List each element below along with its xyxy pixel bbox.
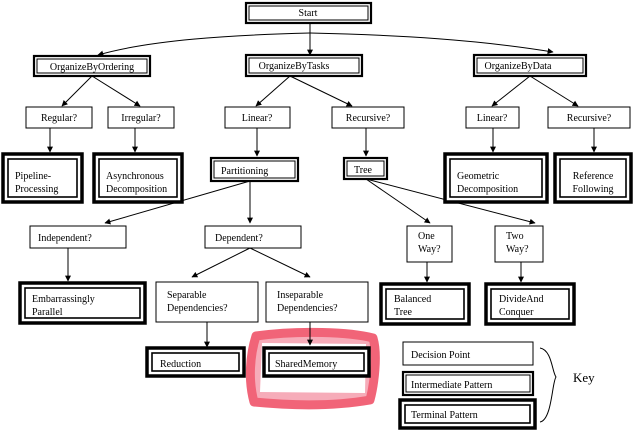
node-recursive-data: Recursive? [547,106,631,129]
node-label: Way? [418,244,441,255]
node-label: Tree [394,307,413,318]
node-organize-by-data: OrganizeByData [472,53,588,78]
key-intermediate-pattern: Intermediate Pattern [401,370,535,397]
node-label: Dependencies? [277,303,338,314]
node-pipeline-processing: Pipeline- Processing [1,152,84,204]
node-label: Decomposition [106,184,167,195]
node-recursive-tasks: Recursive? [331,106,405,129]
node-label: Recursive? [567,113,612,124]
node-label: Tree [354,165,373,176]
node-label: Dependent? [215,233,263,244]
node-label: Inseparable [277,290,324,301]
node-start: Start [244,1,373,25]
node-label: Linear? [477,113,508,124]
node-label: Reference [573,171,614,182]
node-organize-by-ordering: OrganizeByOrdering [32,54,152,78]
node-regular: Regular? [25,106,93,129]
node-label: OrganizeByTasks [259,61,330,72]
node-label: Independent? [38,233,92,244]
node-label: Regular? [41,113,78,124]
node-label: Embarrassingly [32,294,95,305]
node-linear-tasks: Linear? [224,106,291,129]
node-label: Partitioning [221,166,268,177]
connectors [47,23,597,423]
node-label: Conquer [499,307,534,318]
node-label: Geometric [457,171,500,182]
key-label: Key [573,370,595,385]
node-label: Decision Point [411,350,470,361]
key-terminal-pattern: Terminal Pattern [398,398,537,430]
node-label: Dependencies? [167,303,228,314]
node-label: Pipeline- [15,171,51,182]
node-dependent: Dependent? [204,225,302,249]
node-label: Terminal Pattern [411,410,478,421]
node-label: Two [506,231,524,242]
node-label: Linear? [242,113,273,124]
node-label: OrganizeByOrdering [50,62,134,73]
node-reduction: Reduction [145,346,246,378]
node-irregular: Irregular? [107,106,175,129]
node-independent: Independent? [29,225,127,249]
node-label: Intermediate Pattern [411,380,492,391]
node-label: Balanced [394,294,431,305]
key-decision-point: Decision Point [402,341,534,366]
node-shared-memory: SharedMemory [262,346,371,378]
node-tree: Tree [342,156,389,181]
node-label: Processing [15,184,58,195]
node-label: Separable [167,290,207,301]
node-label: Parallel [32,307,63,318]
node-label: Start [299,8,318,19]
node-partitioning: Partitioning [209,156,300,183]
node-label: Recursive? [346,113,391,124]
node-organize-by-tasks: OrganizeByTasks [244,53,364,78]
node-label: DivideAnd [499,294,543,305]
node-label: Reduction [160,359,201,370]
node-label: Irregular? [121,113,161,124]
node-label: Way? [506,244,529,255]
node-label: One [418,231,435,242]
node-label: Decomposition [457,184,518,195]
node-label: Following [572,184,613,195]
node-linear-data: Linear? [465,106,520,129]
node-label: Asynchronous [106,171,164,182]
node-label: SharedMemory [275,359,337,370]
node-label: OrganizeByData [484,61,552,72]
